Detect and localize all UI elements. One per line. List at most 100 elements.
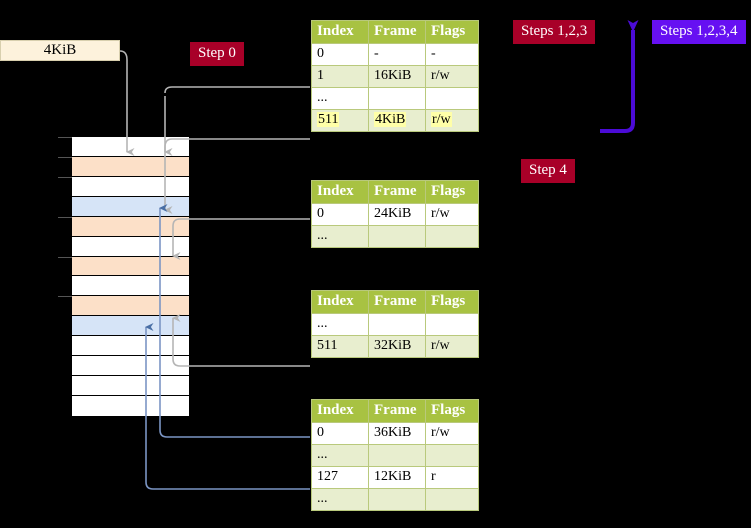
column-header-flags: Flags xyxy=(425,180,479,204)
memory-frame-row xyxy=(72,395,189,416)
cell-flags: r/w xyxy=(425,203,479,226)
cell-flags: r/w xyxy=(425,335,479,358)
column-header-index: Index xyxy=(311,399,369,423)
cell-flags: r/w xyxy=(425,422,479,445)
table-row: 511 4KiB r/w xyxy=(311,109,479,132)
column-header-index: Index xyxy=(311,290,369,314)
cell-frame xyxy=(368,444,426,467)
cell-flags: - xyxy=(425,43,479,66)
page-table-pd: Index Frame Flags ... 511 32KiB r/w xyxy=(311,290,479,358)
frame-size-label: 4KiB xyxy=(43,42,77,58)
connector-pdpt-to-memory xyxy=(172,218,310,260)
column-header-index: Index xyxy=(311,180,369,204)
cell-frame: 32KiB xyxy=(368,335,426,358)
cell-flags xyxy=(425,225,479,248)
cell-index: 511 xyxy=(311,335,369,358)
memory-frame-row xyxy=(58,137,189,157)
cell-frame: 16KiB xyxy=(368,65,426,88)
cell-frame: - xyxy=(368,43,426,66)
cell-index: ... xyxy=(311,488,369,511)
cell-index: 0 xyxy=(311,43,369,66)
table-header-row: Index Frame Flags xyxy=(311,180,479,204)
cell-flags-text: r/w xyxy=(431,112,452,127)
cell-frame: 24KiB xyxy=(368,203,426,226)
connector-pd-to-memory xyxy=(172,314,310,367)
cell-frame xyxy=(368,225,426,248)
memory-frame-row xyxy=(58,156,189,177)
memory-row-tick xyxy=(58,296,72,298)
table-row: ... xyxy=(311,225,479,248)
physical-memory-grid xyxy=(58,136,190,416)
cell-flags xyxy=(425,444,479,467)
cell-index: ... xyxy=(311,225,369,248)
table-row: ... xyxy=(311,444,479,467)
memory-frame-row xyxy=(72,356,189,377)
cell-flags: r/w xyxy=(425,109,479,132)
connector-pml4-top-stub xyxy=(164,86,310,94)
cell-frame xyxy=(368,87,426,110)
table-row: ... xyxy=(311,313,479,336)
table-row: 1 16KiB r/w xyxy=(311,65,479,88)
table-header-row: Index Frame Flags xyxy=(311,20,479,44)
memory-row-tick xyxy=(58,137,72,138)
table-header-row: Index Frame Flags xyxy=(311,290,479,314)
table-row: 0 24KiB r/w xyxy=(311,203,479,226)
column-header-frame: Frame xyxy=(368,399,426,423)
memory-frame-row xyxy=(58,176,189,197)
table-row: ... xyxy=(311,87,479,110)
cell-flags xyxy=(425,313,479,336)
cell-index: 0 xyxy=(311,203,369,226)
cell-index: 511 xyxy=(311,109,369,132)
cell-index: ... xyxy=(311,87,369,110)
cell-frame xyxy=(368,313,426,336)
column-header-flags: Flags xyxy=(425,20,479,44)
memory-row-tick xyxy=(58,156,72,158)
column-header-frame: Frame xyxy=(368,20,426,44)
page-table-pt: Index Frame Flags 0 36KiB r/w ... 127 12… xyxy=(311,399,479,511)
memory-row-tick xyxy=(58,176,72,178)
table-header-row: Index Frame Flags xyxy=(311,399,479,423)
table-row: 0 36KiB r/w xyxy=(311,422,479,445)
memory-frame-row xyxy=(72,236,189,257)
badge-steps-123: Steps 1,2,3 xyxy=(513,20,596,44)
cell-flags xyxy=(425,488,479,511)
cell-flags xyxy=(425,87,479,110)
connector-steps-bracket xyxy=(600,20,639,133)
memory-frame-row xyxy=(72,316,189,337)
memory-frame-row xyxy=(72,336,189,357)
table-row: 511 32KiB r/w xyxy=(311,335,479,358)
column-header-index: Index xyxy=(311,20,369,44)
page-table-pml4: Index Frame Flags 0 - - 1 16KiB r/w ... … xyxy=(311,20,479,132)
cell-frame-text: 4KiB xyxy=(374,112,407,127)
memory-row-tick xyxy=(58,256,72,258)
cell-index: 0 xyxy=(311,422,369,445)
cell-flags: r xyxy=(425,466,479,489)
badge-step-4: Step 4 xyxy=(521,159,575,183)
cell-frame: 4KiB xyxy=(368,109,426,132)
frame-size-box: 4KiB xyxy=(0,40,120,61)
column-header-frame: Frame xyxy=(368,290,426,314)
cell-frame: 12KiB xyxy=(368,466,426,489)
cell-index-text: 511 xyxy=(317,112,340,127)
memory-frame-row xyxy=(72,196,189,217)
memory-frame-row xyxy=(58,256,189,277)
cell-index: ... xyxy=(311,313,369,336)
cell-index: ... xyxy=(311,444,369,467)
cell-index: 127 xyxy=(311,466,369,489)
memory-row-tick xyxy=(58,216,72,218)
column-header-flags: Flags xyxy=(425,290,479,314)
cell-frame xyxy=(368,488,426,511)
table-row: 0 - - xyxy=(311,43,479,66)
cell-index: 1 xyxy=(311,65,369,88)
badge-step-0: Step 0 xyxy=(190,42,244,66)
column-header-flags: Flags xyxy=(425,399,479,423)
cell-flags: r/w xyxy=(425,65,479,88)
table-row: ... xyxy=(311,488,479,511)
table-row: 127 12KiB r xyxy=(311,466,479,489)
memory-frame-row xyxy=(58,296,189,317)
cell-frame: 36KiB xyxy=(368,422,426,445)
connector-memory-to-pt-row0-tail xyxy=(159,429,310,438)
column-header-frame: Frame xyxy=(368,180,426,204)
connector-memory-to-pt-row127-tail xyxy=(145,481,310,490)
